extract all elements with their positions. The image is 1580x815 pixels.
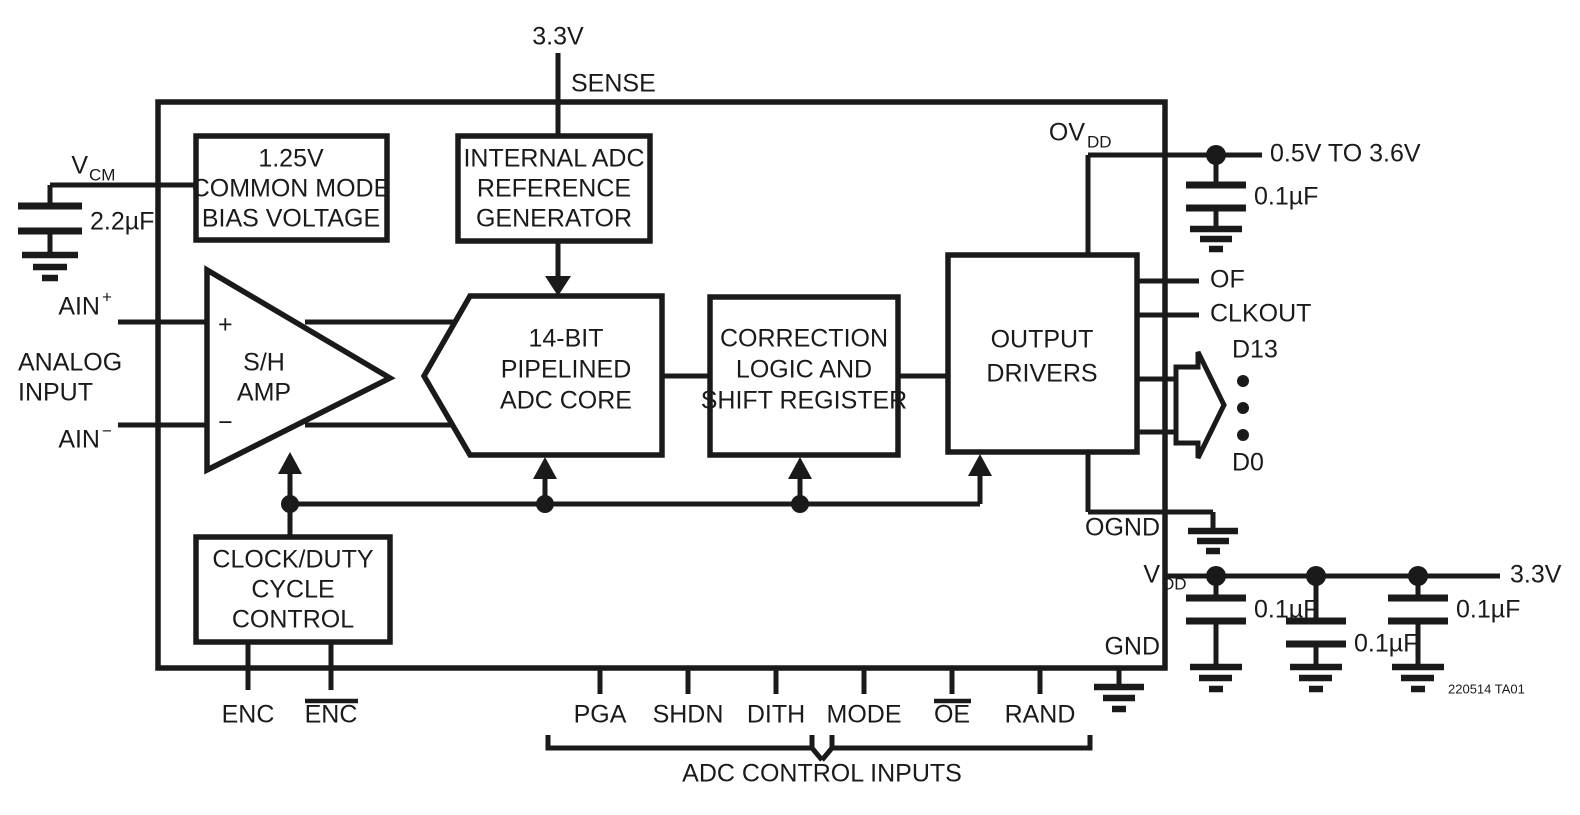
- ovdd-network: OV DD 0.5V TO 3.6V 0.1µF: [1049, 119, 1421, 255]
- control-pin-label-rand: RAND: [1005, 701, 1076, 729]
- enc-pins-group: ENC ENC: [222, 642, 358, 729]
- adc-control-inputs-label: ADC CONTROL INPUTS: [682, 760, 962, 788]
- gnd-pin-network: GND: [1094, 633, 1160, 713]
- junction-dot-clock-sh: [281, 495, 299, 513]
- ovdd-pin-subscript: DD: [1087, 132, 1112, 151]
- junction-dot-clock-correction: [791, 495, 809, 513]
- control-group-brace-left: [545, 735, 824, 762]
- analog-input-line-2: INPUT: [18, 379, 93, 407]
- clock-duty-line-2: CYCLE: [251, 576, 334, 604]
- clock-to-correction-arrow: [788, 457, 812, 479]
- output-drivers-line-2: DRIVERS: [986, 360, 1097, 388]
- data-bit-msb-label: D13: [1232, 336, 1278, 364]
- ain-negative-label: AIN: [58, 426, 100, 454]
- ain-positive-superscript: +: [102, 287, 112, 306]
- control-pin-label-dith: DITH: [747, 701, 805, 729]
- block-clock-duty-cycle: CLOCK/DUTY CYCLE CONTROL: [193, 534, 393, 645]
- control-pin-label-mode: MODE: [827, 701, 902, 729]
- block-correction-logic: CORRECTION LOGIC AND SHIFT REGISTER: [701, 294, 948, 458]
- clock-to-sh-amp-arrow: [278, 452, 302, 474]
- sh-amp-triangle: [204, 265, 396, 475]
- vdd-pin-subscript: DD: [1162, 574, 1187, 593]
- sh-amp-line-1: S/H: [243, 349, 285, 377]
- block-output-drivers: OUTPUT DRIVERS: [945, 252, 1140, 455]
- control-pin-label-shdn: SHDN: [653, 701, 724, 729]
- adc-control-inputs-group: PGA SHDN DITH MODE OE RAND ADC CONTROL I…: [545, 668, 1093, 788]
- enc-pin-label: ENC: [222, 701, 275, 729]
- output-drivers-box: [945, 252, 1140, 455]
- ovdd-pin-label: OV: [1049, 119, 1085, 147]
- vdd-pin-label: V: [1143, 561, 1160, 589]
- data-bus-ellipsis-dot-1: [1237, 375, 1249, 387]
- data-bus-ellipsis-dot-2: [1237, 402, 1249, 414]
- sh-amp-line-2: AMP: [237, 379, 291, 407]
- common-mode-bias-line-1: 1.25V: [258, 145, 324, 173]
- clock-distribution-bus: [278, 452, 992, 537]
- vdd-cap2-value-label: 0.1µF: [1354, 630, 1418, 658]
- ovdd-cap-value-label: 0.1µF: [1254, 183, 1318, 211]
- digital-output-pins: OF CLKOUT D13 D0: [1137, 266, 1311, 477]
- block-adc-core: 14-BIT PIPELINED ADC CORE: [420, 293, 710, 458]
- of-pin-label: OF: [1210, 266, 1245, 294]
- ain-negative-superscript: −: [102, 421, 112, 440]
- amp-minus-sign: −: [218, 409, 233, 437]
- common-mode-bias-box: [193, 133, 390, 243]
- vcm-cap-value-label: 2.2µF: [90, 208, 154, 236]
- internal-reference-line-2: REFERENCE: [477, 175, 631, 203]
- output-drivers-line-1: OUTPUT: [991, 326, 1094, 354]
- amp-plus-sign: +: [218, 311, 233, 339]
- data-bus-ellipsis-dot-3: [1237, 429, 1249, 441]
- ognd-network: OGND: [1085, 452, 1238, 555]
- clock-duty-line-1: CLOCK/DUTY: [212, 546, 373, 574]
- control-pin-label-pga: PGA: [574, 701, 627, 729]
- internal-reference-line-1: INTERNAL ADC: [463, 145, 644, 173]
- analog-input-line-1: ANALOG: [18, 349, 122, 377]
- ain-positive-label: AIN: [58, 293, 100, 321]
- ognd-pin-label: OGND: [1085, 514, 1160, 542]
- vcm-pin-subscript: CM: [89, 165, 115, 184]
- vdd-cap3-value-label: 0.1µF: [1456, 596, 1520, 624]
- enc-bar-pin-label: ENC: [305, 701, 358, 729]
- ovdd-rail-label: 0.5V TO 3.6V: [1270, 140, 1421, 168]
- control-pin-label-oe: OE: [934, 701, 970, 729]
- vcm-pin-label: V: [71, 152, 88, 180]
- data-bit-lsb-label: D0: [1232, 449, 1264, 477]
- block-common-mode-bias: 1.25V COMMON MODE BIAS VOLTAGE: [192, 133, 391, 243]
- reference-to-core-arrow: [545, 276, 571, 296]
- control-group-brace-right: [820, 735, 1093, 762]
- vdd-network: V DD 3.3V 0.1µF 0.1µF 0.1µF: [1143, 561, 1562, 693]
- part-code-label: 220514 TA01: [1448, 681, 1525, 696]
- correction-logic-line-2: LOGIC AND: [736, 356, 872, 384]
- internal-reference-box: [455, 133, 653, 244]
- adc-core-shape: [420, 293, 665, 458]
- data-bus-arrow: [1173, 350, 1227, 460]
- block-sh-amp: + − S/H AMP: [204, 265, 470, 475]
- clock-duty-line-3: CONTROL: [232, 606, 354, 634]
- adc-core-line-3: ADC CORE: [500, 387, 632, 415]
- adc-core-line-1: 14-BIT: [528, 325, 603, 353]
- clock-duty-box: [193, 534, 393, 645]
- common-mode-bias-line-3: BIAS VOLTAGE: [202, 205, 380, 233]
- common-mode-bias-line-2: COMMON MODE: [192, 175, 391, 203]
- correction-logic-line-1: CORRECTION: [720, 325, 888, 353]
- correction-logic-line-3: SHIFT REGISTER: [701, 387, 908, 415]
- analog-input-group: AIN + AIN − ANALOG INPUT: [18, 287, 207, 454]
- vcm-network: V CM 2.2µF: [18, 152, 196, 282]
- block-internal-reference: INTERNAL ADC REFERENCE GENERATOR: [455, 133, 653, 296]
- sense-pin-label: SENSE: [571, 70, 656, 98]
- clock-to-core-arrow: [533, 457, 557, 479]
- vdd-rail-voltage-label: 3.3V: [1510, 561, 1562, 589]
- supply-3v3-label: 3.3V: [532, 23, 584, 51]
- clock-to-outdrv-arrow: [968, 454, 992, 476]
- sense-supply-group: 3.3V SENSE: [532, 23, 656, 137]
- clkout-pin-label: CLKOUT: [1210, 300, 1311, 328]
- gnd-pin-label: GND: [1104, 633, 1160, 661]
- junction-dot-clock-core: [536, 495, 554, 513]
- internal-reference-line-3: GENERATOR: [476, 205, 632, 233]
- adc-core-line-2: PIPELINED: [501, 356, 632, 384]
